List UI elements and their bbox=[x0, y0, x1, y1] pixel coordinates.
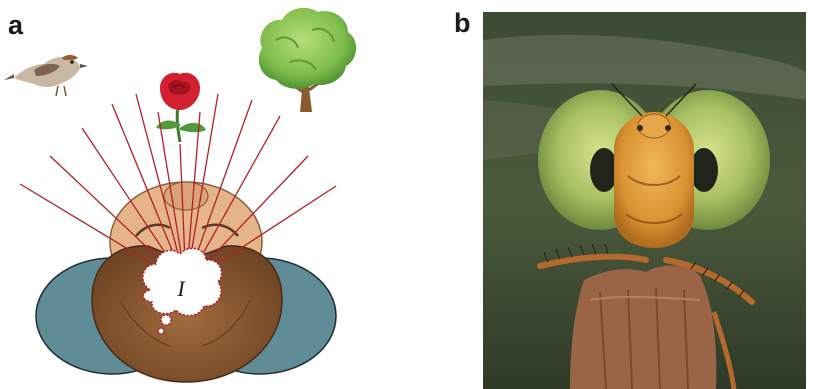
perch-stick bbox=[570, 266, 716, 389]
panel-a-diagram: I bbox=[4, 8, 356, 382]
right-pseudopupil bbox=[690, 148, 718, 192]
left-pseudopupil bbox=[590, 148, 618, 192]
dragonfly-photo bbox=[483, 12, 806, 389]
bird-icon bbox=[4, 55, 88, 96]
tree-icon bbox=[259, 8, 356, 112]
